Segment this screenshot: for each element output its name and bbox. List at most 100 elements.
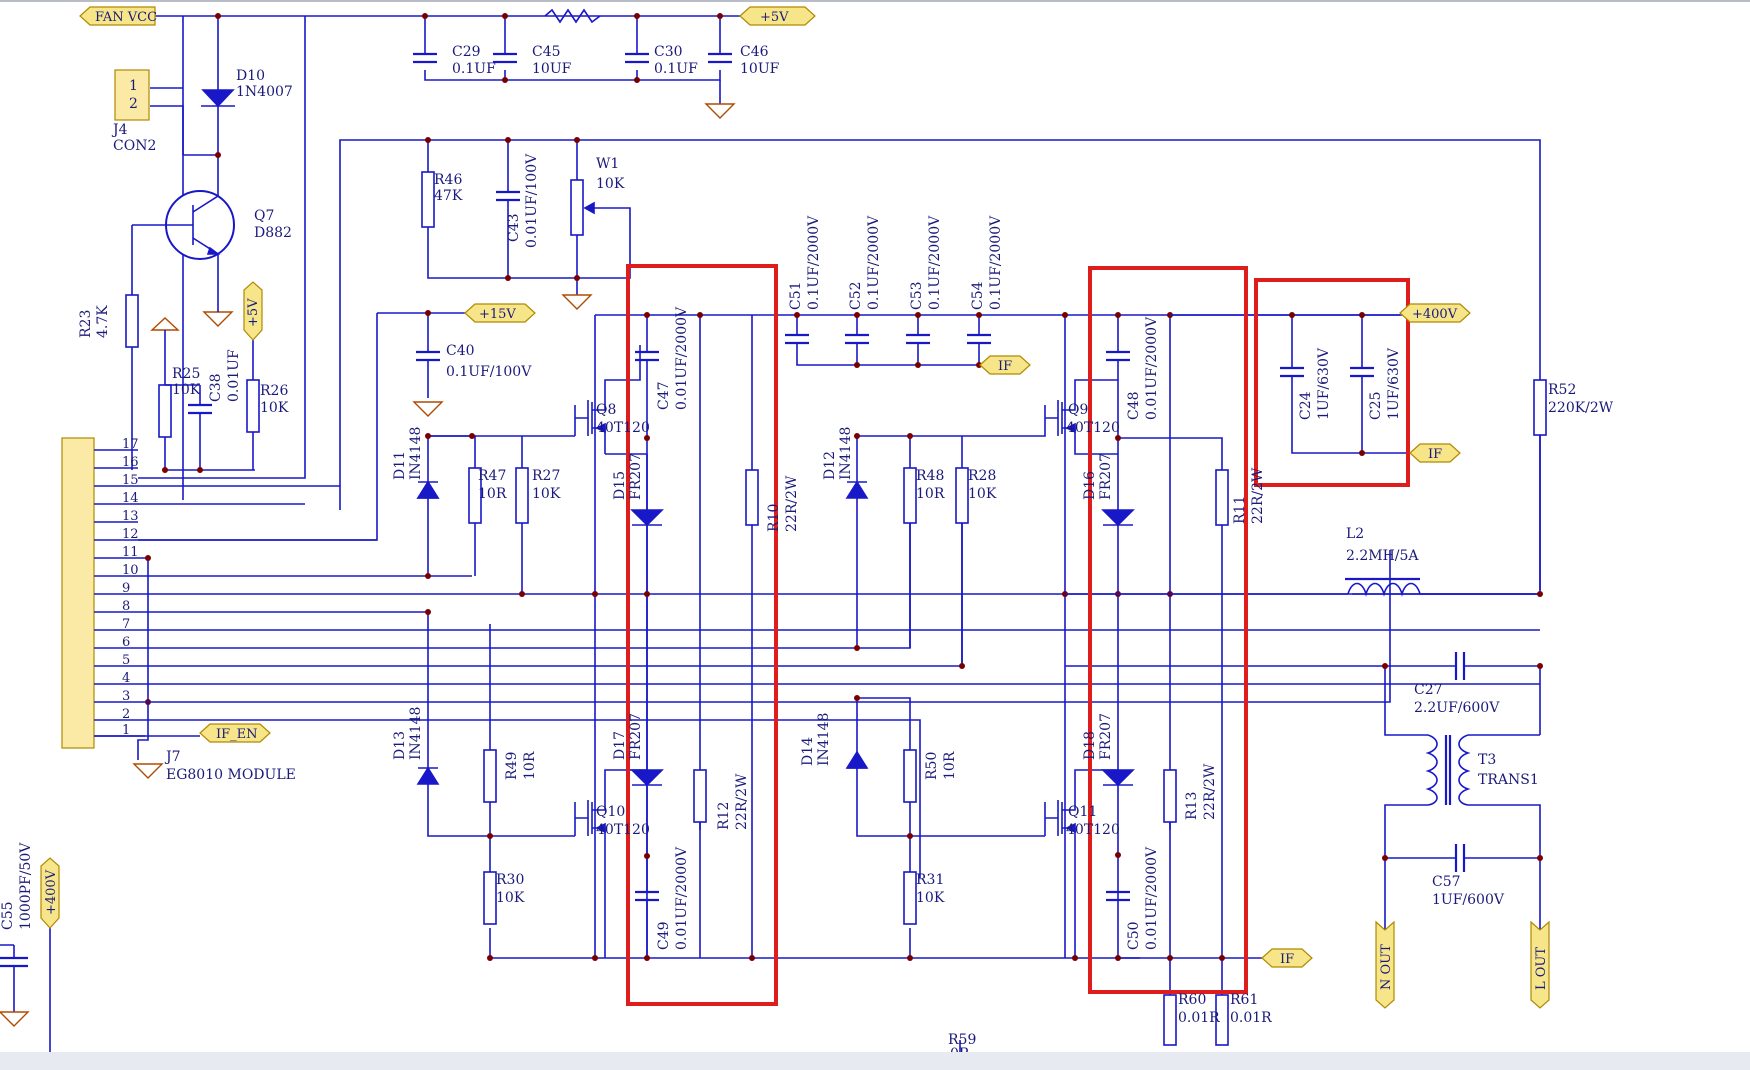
label-q9-ref: Q9 bbox=[1068, 402, 1088, 418]
r25-c38-r26 bbox=[150, 317, 260, 473]
label-q7-value: D882 bbox=[254, 225, 292, 241]
label-r27-ref: R27 bbox=[532, 468, 560, 484]
component-labels: D10 1N4007 1 2 J4 CON2 Q7 D882 C29 0.1UF… bbox=[0, 44, 1614, 1062]
label-d12-value: IN4148 bbox=[838, 427, 854, 480]
label-r10-ref: R10 bbox=[766, 504, 782, 532]
label-c46-value: 10UF bbox=[740, 61, 780, 77]
label-d16-ref: D16 bbox=[1082, 471, 1098, 500]
label-r11-ref: R11 bbox=[1232, 496, 1248, 524]
label-c51-ref: C51 bbox=[788, 281, 804, 310]
label-c38-ref: C38 bbox=[208, 373, 224, 402]
pin-2: 2 bbox=[122, 707, 130, 722]
svg-text:+15V: +15V bbox=[479, 307, 516, 322]
label-r25-ref: R25 bbox=[172, 366, 200, 382]
pin-10: 10 bbox=[122, 563, 139, 578]
label-q11-value: 40T120 bbox=[1066, 822, 1120, 838]
pin-14: 14 bbox=[122, 491, 139, 506]
label-q10-value: 40T120 bbox=[596, 822, 650, 838]
output-stage bbox=[1065, 312, 1547, 930]
label-r23-ref: R23 bbox=[78, 310, 94, 338]
label-q8-ref: Q8 bbox=[596, 402, 616, 418]
label-c48-ref: C48 bbox=[1126, 391, 1142, 420]
label-r50-value: 10R bbox=[942, 751, 958, 780]
c51-c54-bank bbox=[785, 312, 991, 368]
netflag-p400v-vert: +400V bbox=[40, 857, 60, 929]
label-r26-ref: R26 bbox=[260, 383, 288, 399]
svg-text:FAN VCC: FAN VCC bbox=[95, 10, 157, 25]
label-c27-value: 2.2UF/600V bbox=[1414, 700, 1500, 716]
label-c53-ref: C53 bbox=[909, 281, 925, 310]
label-d15-value: FR207 bbox=[628, 453, 644, 500]
svg-text:+5V: +5V bbox=[246, 298, 261, 327]
label-l2-ref: L2 bbox=[1346, 526, 1364, 542]
label-r46-ref: R46 bbox=[434, 172, 462, 188]
label-r27-value: 10K bbox=[532, 486, 561, 502]
label-d11-ref: D11 bbox=[392, 451, 408, 480]
label-c29-ref: C29 bbox=[452, 44, 481, 60]
label-q7-ref: Q7 bbox=[254, 208, 274, 224]
svg-text:IF: IF bbox=[998, 359, 1012, 374]
netflag-if-bot: IF bbox=[1261, 948, 1313, 968]
pin-8: 8 bbox=[122, 599, 130, 614]
fan-driver bbox=[114, 13, 235, 500]
label-r28-ref: R28 bbox=[968, 468, 996, 484]
svg-text:IF: IF bbox=[1280, 952, 1294, 967]
netflag-p15v: +15V bbox=[464, 303, 536, 323]
pin-13: 13 bbox=[122, 509, 139, 524]
label-d15-ref: D15 bbox=[612, 471, 628, 500]
j7-module bbox=[61, 437, 1540, 779]
label-d11-value: IN4148 bbox=[408, 427, 424, 480]
highlight-left-snubber bbox=[626, 264, 778, 1006]
label-t3-ref: T3 bbox=[1478, 752, 1496, 768]
label-r49-value: 10R bbox=[522, 751, 538, 780]
netflag-if-en: IF_EN bbox=[199, 723, 271, 743]
label-c45-value: 10UF bbox=[532, 61, 572, 77]
window-top-border bbox=[0, 0, 1750, 2]
label-q10-ref: Q10 bbox=[596, 804, 625, 820]
label-c48-value: 0.01UF/2000V bbox=[1144, 316, 1160, 420]
label-r48-ref: R48 bbox=[916, 468, 944, 484]
svg-text:IF: IF bbox=[1428, 447, 1442, 462]
c55-section bbox=[0, 928, 51, 1052]
label-j4-pin1: 1 bbox=[129, 78, 138, 94]
module-pin-numbers: 17 16 15 14 13 12 11 10 9 8 7 6 5 4 3 2 … bbox=[122, 437, 139, 738]
module-signal-lines bbox=[138, 485, 1540, 878]
label-c57-ref: C57 bbox=[1432, 874, 1461, 890]
svg-text:L OUT: L OUT bbox=[1534, 947, 1549, 990]
netflag-if-top: IF bbox=[979, 355, 1031, 375]
label-r59-ref: R59 bbox=[948, 1032, 976, 1048]
pin-6: 6 bbox=[122, 635, 130, 650]
label-c38-value: 0.01UF bbox=[226, 349, 242, 402]
label-r10-value: 22R/2W bbox=[784, 475, 800, 532]
netflag-lout: L OUT bbox=[1530, 920, 1550, 1009]
top-supply bbox=[138, 8, 740, 479]
label-r60-ref: R60 bbox=[1178, 992, 1206, 1008]
label-r11-value: 22R/2W bbox=[1250, 467, 1266, 524]
label-d13-ref: D13 bbox=[392, 731, 408, 760]
label-c30-ref: C30 bbox=[654, 44, 683, 60]
window-bottom-bar bbox=[0, 1052, 1750, 1070]
netflag-p5v-top: +5V bbox=[739, 6, 816, 26]
label-r31-value: 10K bbox=[916, 890, 945, 906]
svg-text:+400V: +400V bbox=[1412, 307, 1458, 322]
label-r13-ref: R13 bbox=[1184, 792, 1200, 820]
label-c49-ref: C49 bbox=[656, 921, 672, 950]
label-q11-ref: Q11 bbox=[1068, 804, 1097, 820]
label-d13-value: IN4148 bbox=[408, 707, 424, 760]
label-c29-value: 0.1UF bbox=[452, 61, 496, 77]
pin-5: 5 bbox=[122, 653, 130, 668]
label-r25-value: 10K bbox=[172, 382, 201, 398]
label-c54-value: 0.1UF/2000V bbox=[988, 215, 1004, 310]
label-j7-value: EG8010 MODULE bbox=[166, 767, 296, 783]
highlight-c24-c25 bbox=[1254, 278, 1410, 487]
label-c54-ref: C54 bbox=[970, 281, 986, 310]
label-r30-value: 10K bbox=[496, 890, 525, 906]
label-c49-value: 0.01UF/2000V bbox=[674, 846, 690, 950]
label-r50-ref: R50 bbox=[924, 752, 940, 780]
label-r47-value: 10R bbox=[478, 486, 507, 502]
r46-c43-w1 bbox=[339, 137, 1541, 590]
label-d14-ref: D14 bbox=[800, 737, 816, 766]
label-c25-ref: C25 bbox=[1368, 391, 1384, 420]
label-r61-ref: R61 bbox=[1230, 992, 1258, 1008]
